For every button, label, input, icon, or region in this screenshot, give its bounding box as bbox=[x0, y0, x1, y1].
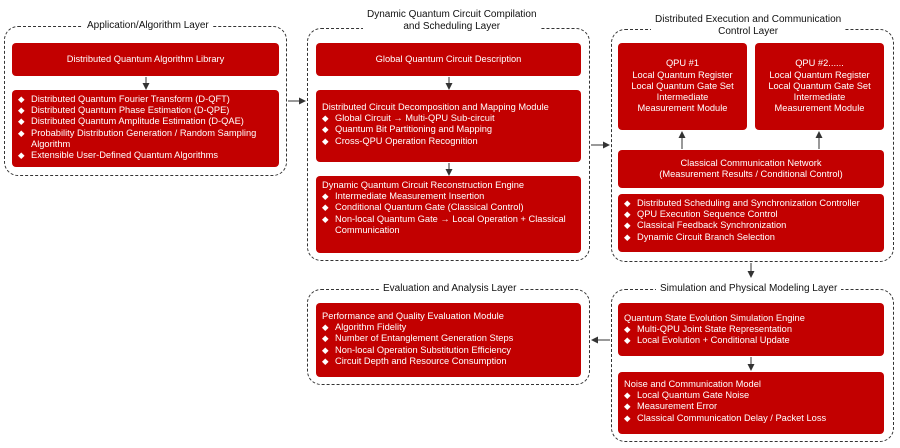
compilation-layer-title-line2: and Scheduling Layer bbox=[403, 21, 501, 32]
noise-model-item: Measurement Error bbox=[624, 401, 878, 412]
scheduling-controller-box: Distributed Scheduling and Synchronizati… bbox=[618, 194, 884, 252]
noise-model-box: Noise and Communication Model Local Quan… bbox=[618, 372, 884, 434]
algorithm-item: Distributed Quantum Fourier Transform (D… bbox=[18, 94, 273, 105]
compilation-layer-title: Dynamic Quantum Circuit Compilation and … bbox=[363, 9, 541, 33]
noise-model-item: Classical Communication Delay / Packet L… bbox=[624, 413, 878, 424]
controller-item: QPU Execution Sequence Control bbox=[624, 209, 878, 220]
algorithm-item: Distributed Quantum Phase Estimation (D-… bbox=[18, 105, 273, 116]
decomposition-list: Global Circuit → Multi-QPU Sub-circuit Q… bbox=[322, 113, 575, 147]
algorithm-library-box: Distributed Quantum Algorithm Library bbox=[12, 43, 279, 76]
qpu-2-line: Measurement Module bbox=[774, 103, 865, 114]
controller-item: Distributed Scheduling and Synchronizati… bbox=[624, 198, 878, 209]
qpu-2-line: Local Quantum Register bbox=[769, 69, 870, 80]
evaluation-module-title: Performance and Quality Evaluation Modul… bbox=[322, 311, 504, 321]
controller-item: Dynamic Circuit Branch Selection bbox=[624, 232, 878, 243]
communication-network-subtitle: (Measurement Results / Conditional Contr… bbox=[659, 169, 843, 179]
reconstruction-item: Conditional Quantum Gate (Classical Cont… bbox=[322, 202, 575, 213]
decomposition-item: Quantum Bit Partitioning and Mapping bbox=[322, 124, 575, 135]
qpu-2-box: QPU #2...... Local Quantum Register Loca… bbox=[755, 43, 884, 130]
decomposition-item: Cross-QPU Operation Recognition bbox=[322, 136, 575, 147]
execution-layer-title-line2: Control Layer bbox=[718, 26, 779, 37]
qpu-1-line: Local Quantum Register bbox=[632, 69, 733, 80]
algorithm-item: Distributed Quantum Amplitude Estimation… bbox=[18, 116, 273, 127]
controller-item: Classical Feedback Synchronization bbox=[624, 220, 878, 231]
qpu-1-line: Intermediate bbox=[656, 92, 709, 103]
communication-network-box: Classical Communication Network (Measure… bbox=[618, 150, 884, 188]
evaluation-list: Algorithm Fidelity Number of Entanglemen… bbox=[322, 322, 575, 367]
simulation-engine-box: Quantum State Evolution Simulation Engin… bbox=[618, 303, 884, 356]
evaluation-item: Circuit Depth and Resource Consumption bbox=[322, 356, 575, 367]
decomposition-module-title: Distributed Circuit Decomposition and Ma… bbox=[322, 102, 549, 112]
decomposition-module-box: Distributed Circuit Decomposition and Ma… bbox=[316, 90, 581, 162]
qpu-2-line: Local Quantum Gate Set bbox=[768, 80, 871, 91]
simulation-engine-title: Quantum State Evolution Simulation Engin… bbox=[624, 313, 805, 323]
evaluation-item: Algorithm Fidelity bbox=[322, 322, 575, 333]
qpu-2-line: Intermediate bbox=[793, 92, 846, 103]
execution-layer-title-line1: Distributed Execution and Communication bbox=[655, 14, 842, 25]
reconstruction-item: Intermediate Measurement Insertion bbox=[322, 191, 575, 202]
qpu-1-line: Measurement Module bbox=[637, 103, 728, 114]
global-circuit-description-label: Global Quantum Circuit Description bbox=[375, 53, 522, 64]
qpu-1-line: Local Quantum Gate Set bbox=[631, 80, 734, 91]
noise-model-title: Noise and Communication Model bbox=[624, 379, 761, 389]
execution-layer-title: Distributed Execution and Communication … bbox=[651, 14, 846, 38]
algorithm-list: Distributed Quantum Fourier Transform (D… bbox=[18, 94, 273, 161]
evaluation-layer-title: Evaluation and Analysis Layer bbox=[379, 283, 521, 295]
reconstruction-engine-box: Dynamic Quantum Circuit Reconstruction E… bbox=[316, 176, 581, 253]
algorithm-item: Probability Distribution Generation / Ra… bbox=[18, 128, 273, 150]
decomposition-item: Global Circuit → Multi-QPU Sub-circuit bbox=[322, 113, 575, 124]
evaluation-item: Non-local Operation Substitution Efficie… bbox=[322, 345, 575, 356]
application-layer-title: Application/Algorithm Layer bbox=[83, 20, 213, 32]
algorithm-item: Extensible User-Defined Quantum Algorith… bbox=[18, 150, 273, 161]
simulation-engine-item: Local Evolution + Conditional Update bbox=[624, 335, 878, 346]
reconstruction-list: Intermediate Measurement Insertion Condi… bbox=[322, 191, 575, 236]
algorithm-list-box: Distributed Quantum Fourier Transform (D… bbox=[12, 90, 279, 167]
global-circuit-description-box: Global Quantum Circuit Description bbox=[316, 43, 581, 76]
simulation-engine-list: Multi-QPU Joint State Representation Loc… bbox=[624, 324, 878, 347]
evaluation-item: Number of Entanglement Generation Steps bbox=[322, 333, 575, 344]
qpu-1-title: QPU #1 bbox=[665, 58, 700, 69]
compilation-layer-title-line1: Dynamic Quantum Circuit Compilation bbox=[367, 9, 537, 20]
noise-model-list: Local Quantum Gate Noise Measurement Err… bbox=[624, 390, 878, 424]
reconstruction-engine-title: Dynamic Quantum Circuit Reconstruction E… bbox=[322, 180, 525, 190]
evaluation-module-box: Performance and Quality Evaluation Modul… bbox=[316, 303, 581, 377]
simulation-layer-title: Simulation and Physical Modeling Layer bbox=[656, 283, 842, 295]
reconstruction-item: Non-local Quantum Gate → Local Operation… bbox=[322, 214, 575, 236]
qpu-1-box: QPU #1 Local Quantum Register Local Quan… bbox=[618, 43, 747, 130]
communication-network-title: Classical Communication Network bbox=[680, 157, 822, 168]
simulation-engine-item: Multi-QPU Joint State Representation bbox=[624, 324, 878, 335]
scheduling-controller-list: Distributed Scheduling and Synchronizati… bbox=[624, 198, 878, 243]
qpu-2-title: QPU #2...... bbox=[795, 58, 844, 69]
noise-model-item: Local Quantum Gate Noise bbox=[624, 390, 878, 401]
algorithm-library-label: Distributed Quantum Algorithm Library bbox=[66, 53, 225, 64]
